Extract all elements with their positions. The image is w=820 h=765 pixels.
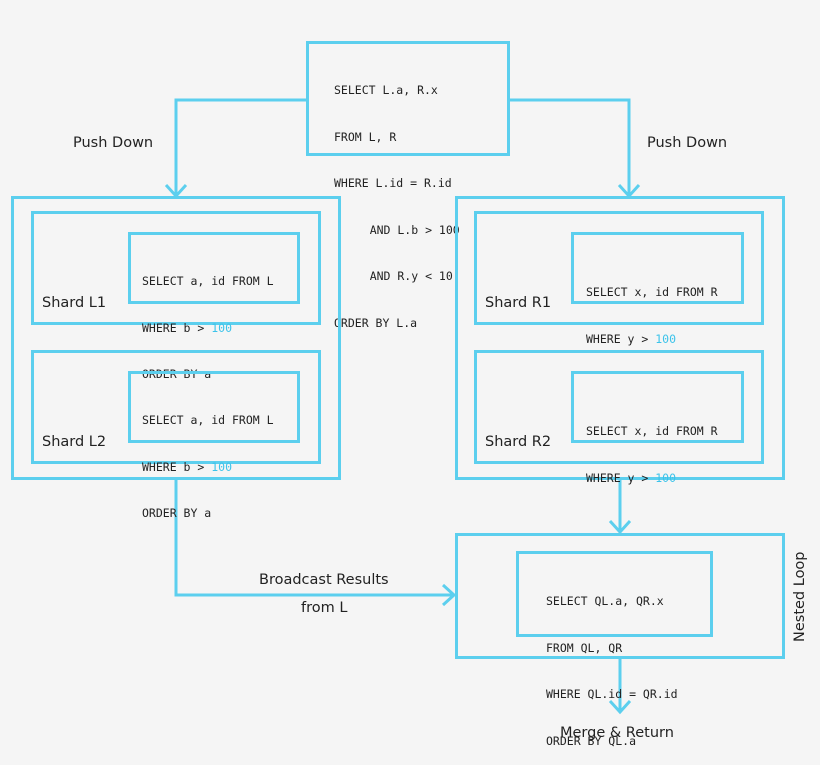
query-number: 100 <box>655 470 677 485</box>
shard-l1-label: Shard L1 <box>42 295 107 311</box>
shard-l2-box <box>31 350 321 464</box>
broadcast-arrowhead <box>441 583 457 607</box>
shard-r1-query-box <box>571 232 744 304</box>
query-line: SELECT x, id FROM R <box>586 424 718 438</box>
query-line-prefix: WHERE b > <box>142 320 212 335</box>
query-line-prefix: WHERE b > <box>142 459 212 474</box>
merge-arrowhead <box>608 699 632 715</box>
query-line: ORDER BY a <box>142 367 212 381</box>
top-query-box <box>306 41 510 156</box>
query-line: ORDER BY a <box>142 506 212 520</box>
nested-query-line: ORDER BY QL.a <box>546 733 637 748</box>
shard-l1-box <box>31 211 321 325</box>
top-query-line: SELECT L.a, R.x <box>334 83 438 97</box>
push-down-left-label: Push Down <box>73 135 154 151</box>
nested-query-line: WHERE QL.id = QR.id <box>546 687 678 701</box>
top-query-line: FROM L, R <box>334 129 397 144</box>
shard-r2-label: Shard R2 <box>485 434 552 450</box>
merge-return-label: Merge & Return <box>560 725 674 741</box>
query-line: SELECT a, id FROM L <box>142 413 274 427</box>
top-query-line: WHERE L.id = R.id <box>334 176 452 190</box>
push-down-right-label: Push Down <box>647 135 728 151</box>
broadcast-label-source: from L <box>301 600 348 616</box>
shard-l1-query-text: SELECT a, id FROM L WHERE b > 100 ORDER … <box>142 243 274 398</box>
shard-r2-query-box <box>571 371 744 443</box>
nested-loop-label: Nested Loop <box>792 551 808 642</box>
shard-l2-query-box <box>128 371 300 443</box>
top-query-line: ORDER BY L.a <box>334 315 418 330</box>
top-query-line: AND L.b > 100 <box>342 222 460 237</box>
query-line: SELECT a, id FROM L <box>142 274 274 288</box>
nested-query-line: SELECT QL.a, QR.x <box>546 594 664 608</box>
r-to-nested-arrowhead <box>608 519 632 535</box>
shard-r2-box <box>474 350 764 464</box>
left-shard-group <box>11 196 341 480</box>
top-query-line: AND R.y < 10 <box>342 269 453 283</box>
broadcast-label: Broadcast Results <box>259 572 389 588</box>
push-down-left-connector <box>174 98 306 196</box>
query-number: 100 <box>211 459 233 474</box>
nested-query-line: FROM QL, QR <box>546 640 623 655</box>
query-line-prefix: WHERE y > <box>586 470 656 485</box>
nested-loop-box <box>455 533 785 659</box>
right-shard-group <box>455 196 785 480</box>
shard-r1-label: Shard R1 <box>485 295 552 311</box>
query-line: SELECT x, id FROM R <box>586 285 718 299</box>
shard-l1-query-box <box>128 232 300 304</box>
query-line-prefix: WHERE y > <box>586 331 656 346</box>
query-number: 100 <box>655 331 677 346</box>
push-down-right-connector <box>509 98 631 196</box>
broadcast-connector <box>174 480 454 597</box>
nested-query-box <box>516 551 713 637</box>
shard-r2-query-text: SELECT x, id FROM R WHERE y > 100 <box>586 393 718 502</box>
top-query-text: SELECT L.a, R.x FROM L, R WHERE L.id = R… <box>334 52 460 347</box>
nested-query-text: SELECT QL.a, QR.x FROM QL, QR WHERE QL.i… <box>546 563 678 765</box>
shard-l2-query-text: SELECT a, id FROM L WHERE b > 100 ORDER … <box>142 382 274 537</box>
shard-r1-box <box>474 211 764 325</box>
shard-r1-query-text: SELECT x, id FROM R WHERE y > 100 <box>586 254 718 363</box>
query-number: 100 <box>211 320 233 335</box>
shard-l2-label: Shard L2 <box>42 434 107 450</box>
